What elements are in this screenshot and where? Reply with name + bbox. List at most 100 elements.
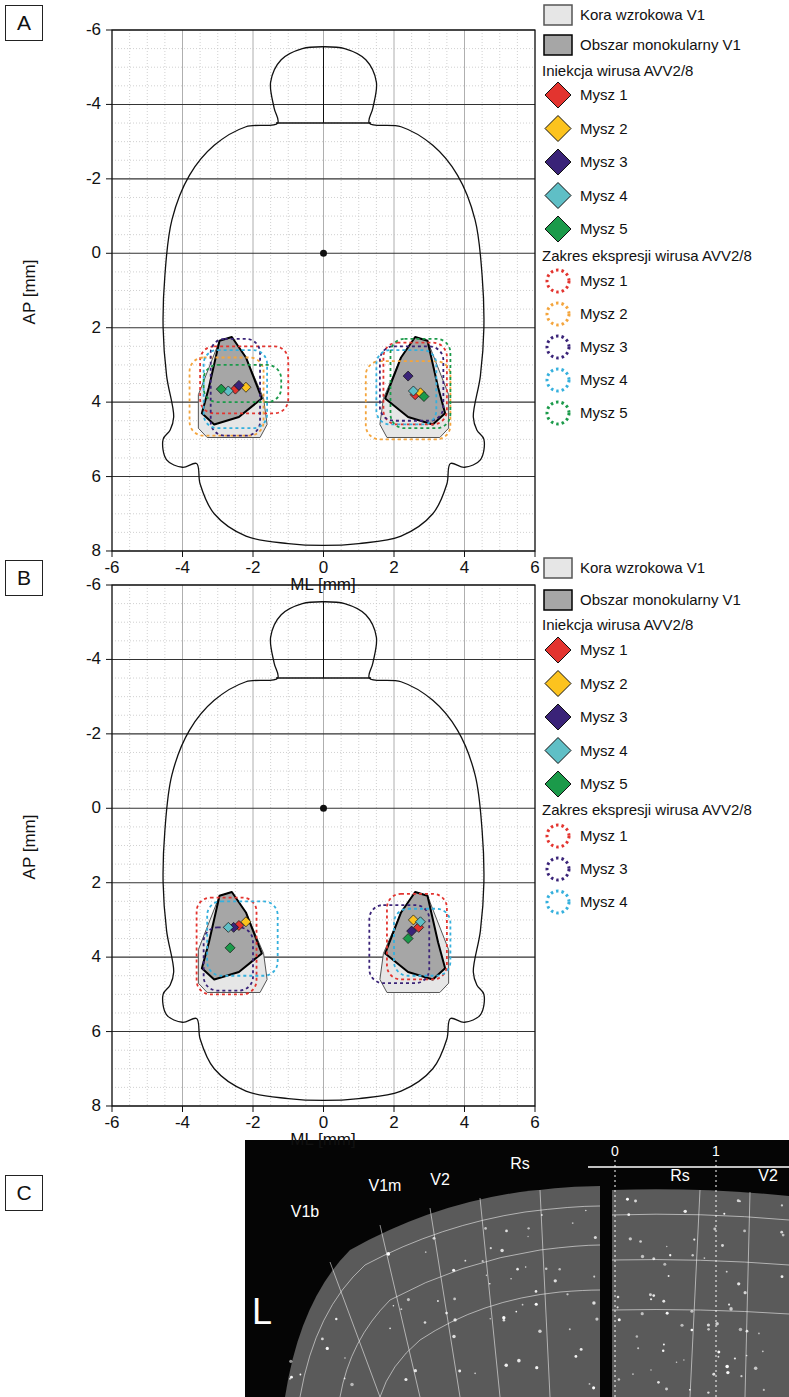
grid-line	[129, 585, 130, 1106]
grid-line	[112, 123, 535, 124]
cell-dot	[746, 1330, 749, 1333]
bulb-midline	[323, 602, 324, 678]
tick-label: 2	[389, 558, 398, 578]
cell-dot	[725, 1365, 729, 1369]
grid-line	[112, 234, 535, 235]
tick-mark	[106, 1031, 112, 1032]
axis-title: AP [mm]	[20, 260, 40, 325]
tick-label: -4	[175, 558, 190, 578]
legend-ring	[547, 402, 569, 424]
cell-dot	[589, 1383, 591, 1385]
legend-swatch	[545, 671, 571, 697]
cell-dot	[558, 1268, 560, 1270]
tick-label: -2	[86, 724, 101, 744]
tick-label: 6	[530, 558, 539, 578]
plot-frame	[112, 30, 535, 551]
cell-dot	[527, 1227, 529, 1229]
cell-dot	[665, 1387, 668, 1390]
grid-line	[270, 30, 271, 551]
grid-line	[112, 919, 535, 920]
axis-title: ML [mm]	[290, 575, 355, 595]
bulb-border	[276, 122, 371, 124]
expression-range	[204, 350, 267, 428]
cell-dot	[504, 1364, 508, 1368]
cell-dot	[400, 1308, 402, 1310]
grid-line	[112, 141, 535, 142]
legend-text: Mysz 4	[580, 187, 628, 204]
cell-dot	[707, 1328, 710, 1331]
grid-line	[112, 752, 535, 753]
tick-label: 0	[92, 244, 101, 264]
grid-line	[112, 476, 535, 477]
legend-text: Mysz 5	[580, 775, 628, 792]
grid-line	[464, 30, 465, 551]
injection-site	[234, 380, 244, 390]
cell-dot	[744, 1291, 747, 1294]
cell-dot	[535, 1366, 538, 1369]
cell-dot	[289, 1360, 292, 1363]
legend-swatch	[545, 216, 571, 242]
tick-mark	[182, 551, 183, 557]
cell-dot	[516, 1268, 519, 1271]
legend-ring	[547, 825, 569, 847]
cell-dot	[657, 1381, 660, 1384]
legend-text: Mysz 3	[580, 338, 628, 355]
injection-site	[241, 917, 251, 927]
grid-line	[112, 901, 535, 902]
expression-range	[190, 357, 264, 435]
cell-dot	[326, 1347, 329, 1350]
expression-range	[366, 361, 451, 439]
cell-dot	[407, 1298, 410, 1301]
tick-mark	[106, 585, 112, 586]
cell-dot	[335, 1318, 337, 1320]
grid-line	[112, 715, 535, 716]
grid-line	[411, 30, 412, 551]
cell-dot	[344, 1357, 346, 1359]
tick-label: -4	[86, 95, 101, 115]
legend-text: Mysz 1	[580, 641, 628, 658]
grid-line	[112, 1031, 535, 1032]
cell-dot	[780, 1231, 783, 1234]
bregma-dot	[320, 250, 327, 257]
cell-dot	[344, 1378, 346, 1380]
grid-line	[112, 1068, 535, 1069]
tick-mark	[106, 1105, 112, 1106]
cell-dot	[637, 1347, 639, 1349]
tick-mark	[112, 551, 113, 557]
grid-line	[446, 585, 447, 1106]
legend-heading: Iniekcja wirusa AVV2/8	[542, 616, 693, 633]
grid-line	[112, 1012, 535, 1013]
expression-range	[207, 901, 277, 975]
grid-line	[147, 585, 148, 1106]
cell-dot	[452, 1269, 455, 1272]
tick-mark	[106, 30, 112, 31]
grid-line	[112, 383, 535, 384]
cell-dot	[729, 1307, 733, 1311]
grid-line	[112, 994, 535, 995]
expression-range	[197, 898, 257, 995]
tick-label: -6	[104, 558, 119, 578]
grid-line	[112, 513, 535, 514]
cell-dot	[617, 1296, 620, 1299]
grid-line	[446, 30, 447, 551]
grid-line	[112, 789, 535, 790]
cell-dot	[515, 1311, 517, 1313]
tick-mark	[182, 1106, 183, 1112]
cell-dot	[580, 1348, 583, 1351]
tick-mark	[253, 551, 254, 557]
tick-label: -2	[245, 558, 260, 578]
cell-dot	[723, 1213, 725, 1215]
cell-dot	[666, 1312, 669, 1315]
tick-label: 8	[92, 1096, 101, 1116]
grid-line	[112, 678, 535, 679]
cell-dot	[505, 1230, 508, 1233]
legend-ring	[547, 858, 569, 880]
expression-range	[394, 909, 450, 976]
expression-range	[387, 894, 447, 980]
legend-text: Mysz 2	[580, 305, 628, 322]
cell-dot	[726, 1371, 729, 1374]
cell-dot	[707, 1391, 709, 1393]
tick-label: 6	[92, 1022, 101, 1042]
cell-dot	[486, 1275, 488, 1277]
cell-dot	[639, 1240, 642, 1243]
